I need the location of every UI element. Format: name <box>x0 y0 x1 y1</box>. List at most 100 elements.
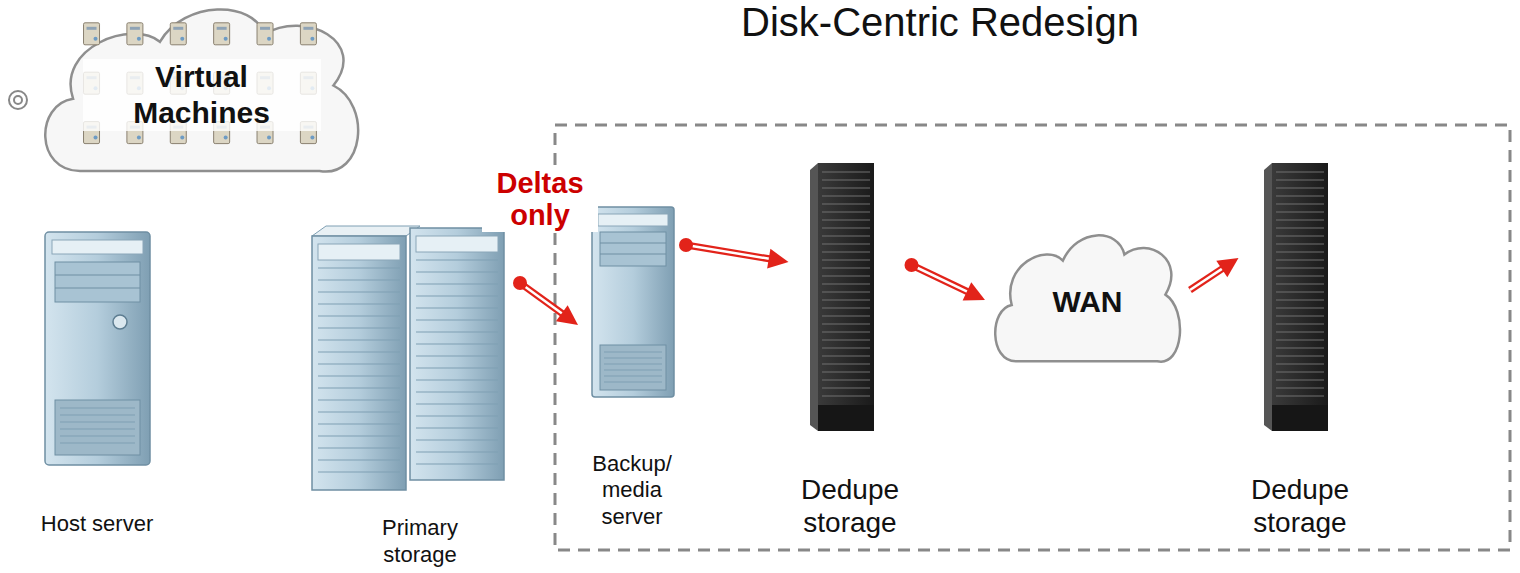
slot-line <box>1276 396 1324 397</box>
slot-line <box>318 448 400 449</box>
slot-line <box>318 280 400 281</box>
slot-line <box>1276 236 1324 237</box>
arrowhead <box>556 305 578 325</box>
host-server: Host server <box>32 225 162 537</box>
diagram-title: Disk-Centric Redesign <box>741 0 1139 44</box>
slot-line <box>1276 356 1324 357</box>
slot-line <box>318 424 400 425</box>
backup-server: Backup/ media server <box>578 200 686 530</box>
slot-line <box>822 292 870 293</box>
slot-line <box>60 443 135 444</box>
slot-line <box>416 272 498 273</box>
slot-line <box>416 356 498 357</box>
device-label: Host server <box>41 511 153 537</box>
device-label: Primary storage <box>360 515 480 568</box>
slot-line <box>416 392 498 393</box>
arrowhead <box>1216 258 1238 277</box>
slot-line <box>1276 316 1324 317</box>
slot-line <box>822 396 870 397</box>
vm-server-icon <box>257 23 273 45</box>
slot-line <box>604 376 662 377</box>
host-tower-icon <box>45 232 150 465</box>
slot-line <box>822 388 870 389</box>
slot-line <box>60 429 135 430</box>
slot-line <box>1276 332 1324 333</box>
slot-line <box>822 196 870 197</box>
slot-line <box>416 260 498 261</box>
slot-line <box>822 364 870 365</box>
slot-line <box>822 324 870 325</box>
slot-line <box>416 344 498 345</box>
slot-line <box>416 368 498 369</box>
slot-line <box>416 464 498 465</box>
slot-line <box>822 276 870 277</box>
vm-server-icon <box>170 23 186 45</box>
slot-line <box>1276 244 1324 245</box>
slot-line <box>1276 292 1324 293</box>
flow-origin-dot <box>679 238 693 252</box>
slot-line <box>318 364 400 365</box>
slot-line <box>604 370 662 371</box>
dedupe-rack-icon <box>810 163 874 431</box>
slot-line <box>1276 196 1324 197</box>
primary-storage-icon <box>312 226 504 490</box>
dedupe-rack-icon <box>1264 163 1328 431</box>
flow-origin-dot <box>905 258 919 272</box>
slot-line <box>822 332 870 333</box>
slot-line <box>416 332 498 333</box>
slot-line <box>822 260 870 261</box>
slot-line <box>1276 228 1324 229</box>
slot-line <box>1276 340 1324 341</box>
dedupe-storage: Dedupe storage <box>1239 155 1362 540</box>
slot-line <box>1276 308 1324 309</box>
slot-line <box>318 436 400 437</box>
slot-line <box>822 228 870 229</box>
slot-line <box>60 422 135 423</box>
slot-line <box>318 472 400 473</box>
data-flow-arrow <box>1190 258 1239 290</box>
slot-line <box>822 212 870 213</box>
slot-line <box>416 452 498 453</box>
vm-server-icon <box>214 23 230 45</box>
slot-line <box>416 320 498 321</box>
slot-line <box>318 388 400 389</box>
backup-server-icon <box>592 207 674 397</box>
slot-line <box>1276 380 1324 381</box>
dedupe-storage: Dedupe storage <box>789 155 912 540</box>
slot-line <box>1276 172 1324 173</box>
slot-line <box>822 268 870 269</box>
slot-line <box>1276 276 1324 277</box>
slot-line <box>822 300 870 301</box>
wan-cloud: WAN <box>985 228 1190 376</box>
slot-line <box>1276 268 1324 269</box>
slot-line <box>60 436 135 437</box>
slot-line <box>822 372 870 373</box>
slot-line <box>318 400 400 401</box>
slot-line <box>416 380 498 381</box>
slot-line <box>822 252 870 253</box>
cloud-label: Virtual Machines <box>83 59 321 131</box>
slot-line <box>416 440 498 441</box>
slot-line <box>416 404 498 405</box>
slot-line <box>822 180 870 181</box>
cloud-node: Virtual Machines <box>28 0 375 190</box>
slot-line <box>1276 388 1324 389</box>
slot-line <box>822 284 870 285</box>
edge-label: Deltas only <box>482 168 598 232</box>
slot-line <box>822 220 870 221</box>
slot-line <box>318 328 400 329</box>
vm-server-icon <box>127 23 143 45</box>
slot-line <box>318 460 400 461</box>
slot-line <box>1276 364 1324 365</box>
slot-line <box>604 364 662 365</box>
slot-line <box>822 340 870 341</box>
slot-line <box>318 268 400 269</box>
slot-line <box>60 415 135 416</box>
slot-line <box>318 292 400 293</box>
slot-line <box>318 340 400 341</box>
slot-line <box>1276 188 1324 189</box>
slot-line <box>1276 284 1324 285</box>
slot-line <box>822 172 870 173</box>
slot-line <box>318 352 400 353</box>
